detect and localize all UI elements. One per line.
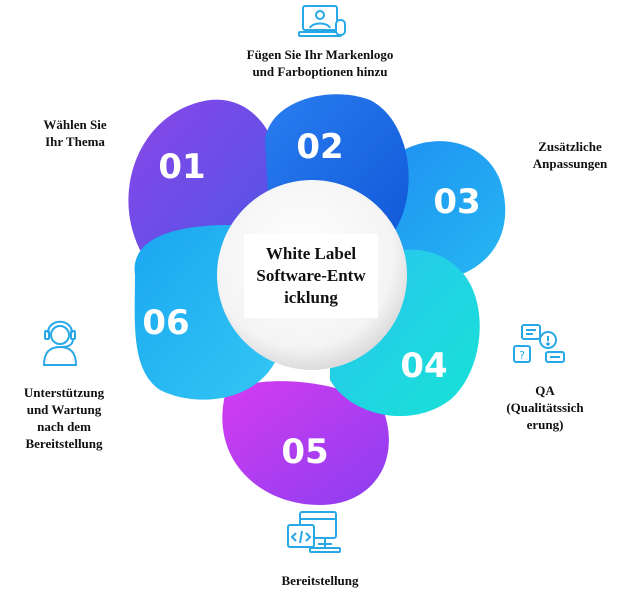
- petal-05: [222, 381, 389, 505]
- petal-number-04: 04: [400, 346, 447, 386]
- petal-number-02: 02: [296, 127, 343, 167]
- center-title-line-1: White Label: [265, 244, 357, 263]
- step-label-02-line-2: und Farboptionen hinzu: [252, 64, 388, 79]
- step-label-06-line-4: Bereitstellung: [25, 436, 103, 451]
- step-label-04-line-1: QA: [535, 383, 555, 398]
- step-label-06: Unterstützung und Wartung nach dem Berei…: [8, 384, 120, 452]
- petal-number-01: 01: [158, 147, 205, 187]
- step-label-06-line-2: und Wartung: [26, 402, 102, 417]
- step-label-03-line-1: Zusätzliche: [538, 139, 602, 154]
- code-deploy-icon: [287, 511, 341, 553]
- step-label-01-line-2: Ihr Thema: [45, 134, 105, 149]
- step-label-03-line-2: Anpassungen: [532, 156, 608, 171]
- petal-number-05: 05: [281, 432, 328, 472]
- petal-number-03: 03: [433, 182, 480, 222]
- step-label-03: Zusätzliche Anpassungen: [515, 138, 625, 172]
- step-label-01: Wählen Sie Ihr Thema: [20, 116, 130, 150]
- step-label-04: QA (Qualitätssich erung): [480, 382, 610, 433]
- step-label-06-line-3: nach dem: [37, 419, 91, 434]
- faq-chat-icon: ?: [513, 324, 565, 363]
- step-label-05-line-1: Bereitstellung: [281, 573, 359, 588]
- step-label-01-line-1: Wählen Sie: [43, 117, 107, 132]
- center-title: White Label Software-Entw icklung: [244, 234, 378, 318]
- step-label-05: Bereitstellung: [250, 572, 390, 589]
- petal-number-06: 06: [142, 303, 189, 343]
- support-agent-icon: [42, 320, 78, 366]
- step-label-02: Fügen Sie Ihr Markenlogo und Farboptione…: [230, 46, 410, 80]
- step-label-04-line-3: erung): [526, 417, 564, 432]
- monitor-icon: [298, 5, 346, 37]
- svg-text:?: ?: [519, 349, 525, 362]
- step-label-02-line-1: Fügen Sie Ihr Markenlogo: [246, 47, 394, 62]
- center-title-line-3: icklung: [284, 288, 338, 307]
- step-label-06-line-1: Unterstützung: [23, 385, 105, 400]
- center-title-line-2: Software-Entw: [256, 266, 366, 285]
- step-label-04-line-2: (Qualitätssich: [506, 400, 584, 415]
